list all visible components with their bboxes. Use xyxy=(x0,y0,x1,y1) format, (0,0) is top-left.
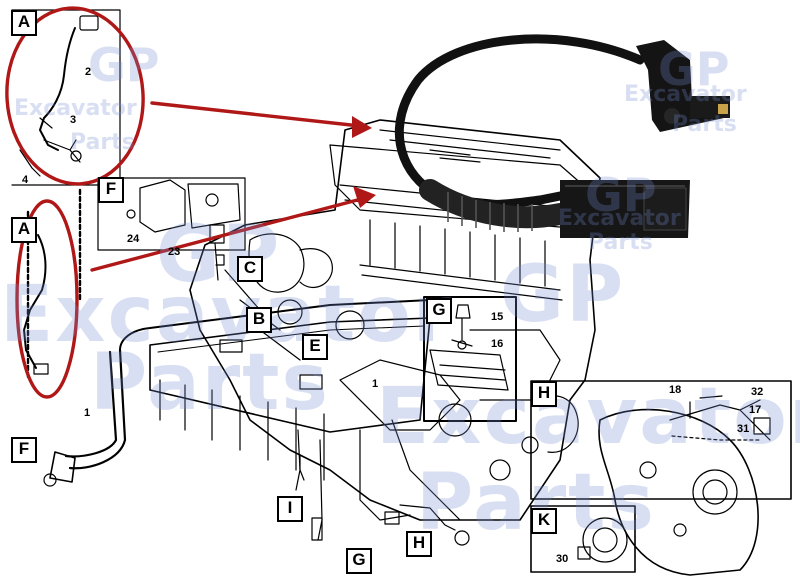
part-number-18: 18 xyxy=(669,384,682,396)
part-number-31: 31 xyxy=(737,423,750,435)
callout-k-detail: K xyxy=(531,508,557,534)
highlight-ellipse-a-top xyxy=(5,6,145,186)
part-number-16: 16 xyxy=(491,338,504,350)
callout-h: H xyxy=(406,531,432,557)
arrowheads xyxy=(352,116,376,208)
washer-24 xyxy=(126,209,136,219)
part-number-32: 32 xyxy=(751,386,764,398)
detail-g-frame xyxy=(423,296,517,422)
part-number-17: 17 xyxy=(749,404,762,416)
highlight-ellipse-a-left xyxy=(15,199,79,399)
detail-a-connector xyxy=(79,15,99,31)
detail-a-cable xyxy=(39,27,76,151)
sensor-b xyxy=(219,339,243,353)
part-number-15: 15 xyxy=(491,311,504,323)
sensor-g xyxy=(311,517,323,541)
highlight-arrow-2 xyxy=(90,196,367,272)
detail-h-frame xyxy=(530,380,792,500)
detail-f-frame xyxy=(97,177,246,251)
highlight-arrow-1 xyxy=(150,101,362,128)
part-number-4: 4 xyxy=(22,174,29,186)
callout-i: I xyxy=(277,496,303,522)
callout-h-detail: H xyxy=(531,381,557,407)
sensor-photo xyxy=(394,34,730,238)
callout-f: F xyxy=(11,437,37,463)
part-number-1-center: 1 xyxy=(372,378,379,390)
callout-g-detail: G xyxy=(426,298,452,324)
callout-f-detail: F xyxy=(98,177,124,203)
detail-k-frame xyxy=(530,505,636,573)
part-number-2: 2 xyxy=(85,66,92,78)
sensor-bracket xyxy=(139,179,186,233)
part-number-23: 23 xyxy=(168,246,181,258)
part-number-30: 30 xyxy=(556,553,569,565)
part-number-1-left: 1 xyxy=(84,407,91,419)
highlight-annotations xyxy=(5,6,367,399)
part-number-24: 24 xyxy=(127,233,140,245)
callout-c: C xyxy=(237,256,263,282)
callout-e: E xyxy=(302,334,328,360)
sensor-e xyxy=(299,374,323,390)
callout-g: G xyxy=(346,548,372,574)
part-number-3: 3 xyxy=(70,114,77,126)
callout-a-left: A xyxy=(11,217,37,243)
callout-b: B xyxy=(246,307,272,333)
callout-a-top: A xyxy=(11,10,37,36)
